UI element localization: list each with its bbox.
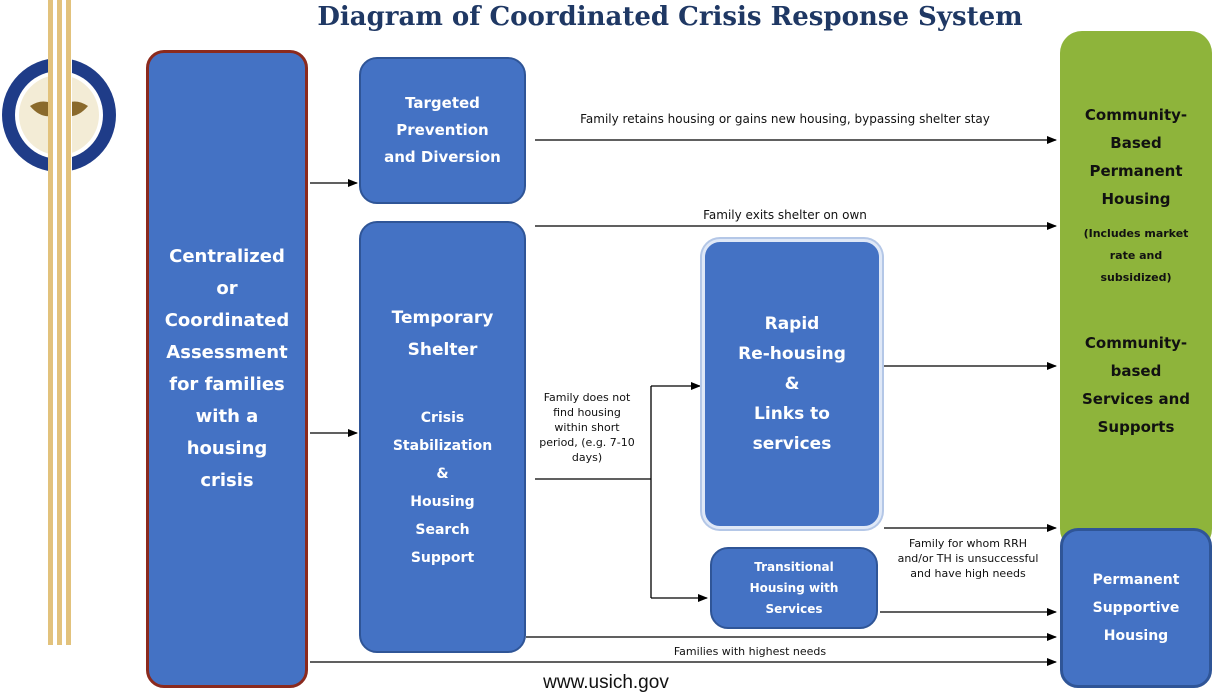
box-centralized-assessment: Centralized or Coordinated Assessment fo… — [146, 50, 308, 688]
box-transitional-housing: Transitional Housing with Services — [710, 547, 878, 629]
box-permanent-supportive-housing: Permanent Supportive Housing — [1060, 528, 1212, 688]
label-not-find: Family does not find housing within shor… — [539, 391, 635, 464]
label-highest-needs: Families with highest needs — [673, 645, 827, 658]
box-temporary-shelter: Temporary Shelter Crisis Stabilization &… — [359, 221, 526, 653]
decorative-stripes — [48, 0, 72, 645]
label-exits: Family exits shelter on own — [703, 208, 867, 222]
box-community-permanent-housing: Community- Based Permanent Housing (Incl… — [1060, 31, 1212, 551]
label-bypass: Family retains housing or gains new hous… — [580, 112, 990, 126]
footer-url: www.usich.gov — [543, 672, 669, 693]
diagram-title: Diagram of Coordinated Crisis Response S… — [317, 2, 1023, 32]
box-targeted-prevention: Targeted Prevention and Diversion — [359, 57, 526, 204]
label-unsuccessful: Family for whom RRH and/or TH is unsucce… — [897, 537, 1039, 580]
box-rapid-rehousing: Rapid Re-housing & Links to services — [702, 239, 882, 529]
